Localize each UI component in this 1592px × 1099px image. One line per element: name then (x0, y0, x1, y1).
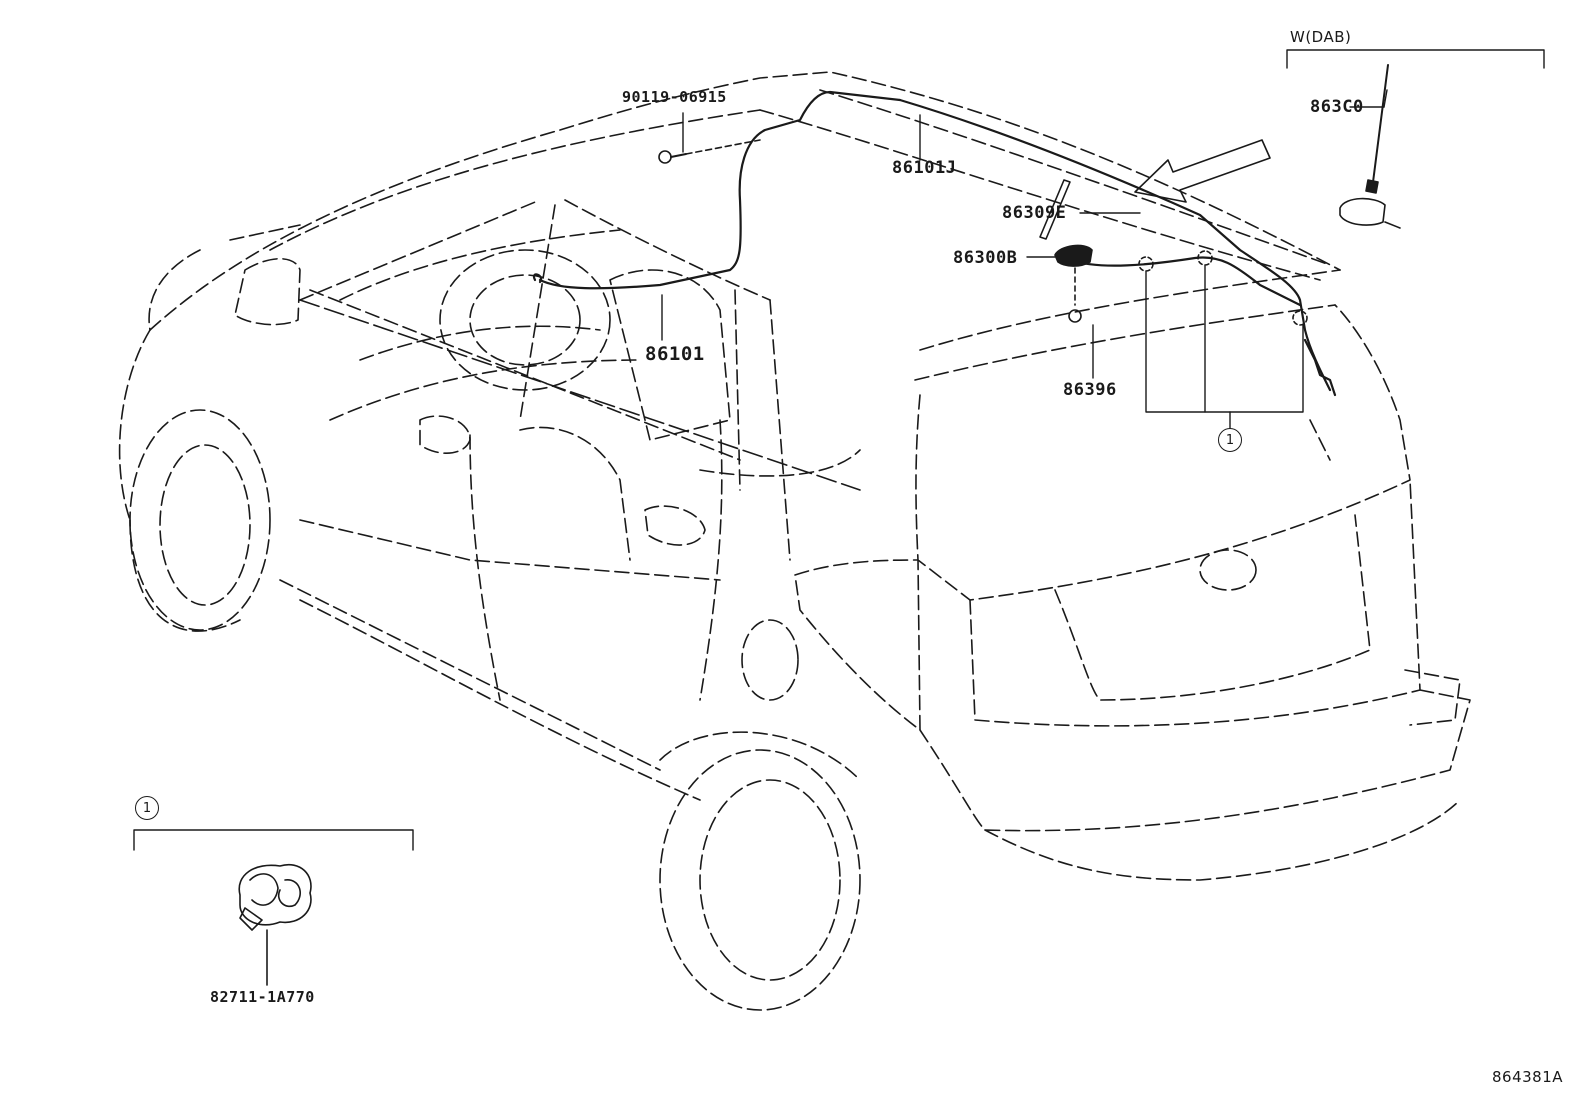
label-clamp: 82711-1A770 (210, 988, 315, 1006)
antenna-cord-86101J (898, 98, 1337, 397)
callout-marker-top: 1 (1218, 428, 1242, 452)
clamp-part (238, 863, 312, 986)
callout-marker-legend: 1 (135, 796, 159, 820)
label-bolt: 90119-06915 (622, 88, 727, 106)
dab-antenna (1339, 64, 1401, 229)
antenna-nut (1068, 309, 1082, 323)
leader-lines (661, 89, 1388, 379)
callout-group-bracket (133, 829, 414, 851)
antenna-cord-86101 (532, 90, 902, 290)
cord-clamp-markers (1138, 250, 1308, 326)
label-antenna-rod: 86309E (1002, 203, 1067, 223)
vehicle-body-outline (118, 71, 1471, 881)
label-cord-roof: 86101J (892, 158, 957, 178)
direction-arrow (1134, 139, 1271, 203)
variant-bracket (1286, 49, 1545, 69)
label-figure-id: 864381A (1492, 1068, 1564, 1086)
label-cord-front: 86101 (645, 343, 705, 365)
antenna-rod (1039, 179, 1071, 240)
antenna-base (1054, 244, 1093, 306)
label-nut: 86396 (1063, 380, 1117, 400)
bolt (658, 139, 761, 164)
rear-wheel (659, 731, 861, 1011)
clamp-group-bracket (1145, 265, 1304, 429)
label-antenna-base: 86300B (953, 248, 1018, 268)
label-dab-antenna: 863C0 (1310, 97, 1364, 117)
front-wheel (129, 409, 271, 632)
label-variant: W(DAB) (1290, 28, 1352, 46)
